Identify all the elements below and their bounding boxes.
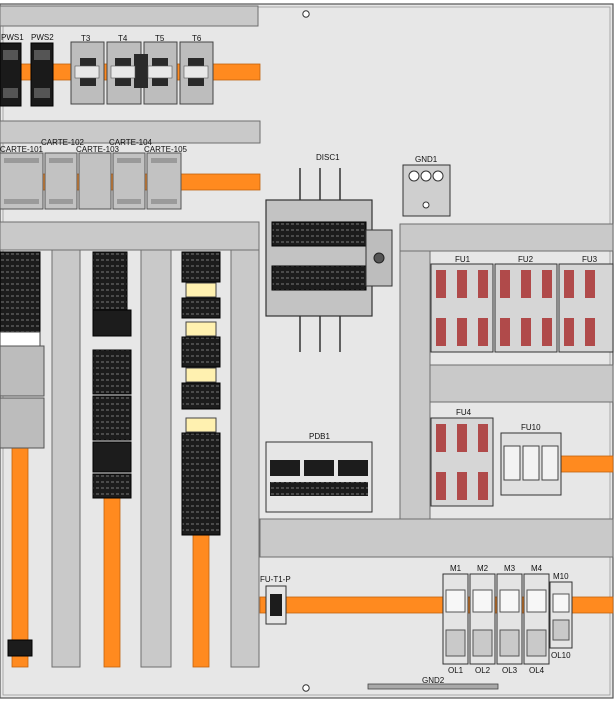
- label-carte-105: CARTE-105: [144, 145, 188, 154]
- label-carte-103: CARTE-103: [76, 145, 120, 154]
- card-carte-102-terminals-bottom: [49, 199, 73, 204]
- label-pws1: PWS1: [1, 33, 24, 42]
- fuse-holder-fu3: [558, 263, 614, 353]
- label-ol4: OL4: [529, 666, 545, 675]
- din-rail-vertical-2: [103, 496, 121, 668]
- din-rail-vertical-3: [192, 534, 210, 668]
- label-disc1: DISC1: [316, 153, 340, 162]
- wire-duct-left-middle: [0, 221, 260, 251]
- fuse-holder-fu2: [494, 263, 558, 353]
- terminal-column-3: [181, 251, 221, 536]
- power-distribution-block-pdb1: [265, 441, 373, 513]
- label-t6: T6: [192, 34, 202, 43]
- label-fu-t1-p: FU-T1-P: [260, 575, 291, 584]
- motor-starter-m4: [523, 573, 550, 665]
- label-fu4: FU4: [456, 408, 472, 417]
- label-m10: M10: [553, 572, 569, 581]
- label-gnd2: GND2: [422, 676, 445, 685]
- fuse-holder-fu10: [500, 432, 562, 496]
- wire-duct-vertical-right: [399, 250, 431, 520]
- label-m2: M2: [477, 564, 489, 573]
- transformer-t4-terminal: [134, 54, 148, 88]
- mount-hole-top: [302, 10, 310, 18]
- label-ol2: OL2: [475, 666, 491, 675]
- wire-duct-lower: [259, 518, 614, 558]
- disconnect-disc1: [265, 168, 393, 352]
- fuse-holder-fu1: [430, 263, 494, 353]
- fuse-holder-fu4: [430, 417, 494, 507]
- wire-duct-right-middle: [429, 364, 614, 403]
- wire-duct-vertical-3: [230, 249, 260, 668]
- motor-starter-m2: [469, 573, 496, 665]
- label-m4: M4: [531, 564, 543, 573]
- label-pws2: PWS2: [31, 33, 54, 42]
- din-rail-vertical-1: [11, 447, 29, 668]
- wire-duct-vertical-1: [51, 249, 81, 668]
- label-ol10: OL10: [551, 651, 571, 660]
- card-carte-101-terminals: [4, 158, 39, 163]
- transformer-t5-plate: [147, 65, 173, 79]
- label-fu1: FU1: [455, 255, 471, 264]
- transformer-t4-plate: [110, 65, 136, 79]
- motor-starter-m10: [549, 581, 573, 649]
- power-supply-pws2: [30, 42, 54, 107]
- label-gnd1: GND1: [415, 155, 438, 164]
- label-ol1: OL1: [448, 666, 464, 675]
- wire-duct-vertical-2: [140, 249, 172, 668]
- card-carte-104-terminals: [117, 158, 141, 163]
- terminal-column-2: [92, 251, 132, 499]
- ground-bar-gnd2: [367, 683, 499, 690]
- label-carte-104: CARTE-104: [109, 138, 153, 147]
- transformer-t3-plate: [74, 65, 100, 79]
- card-carte-102-terminals: [49, 158, 73, 163]
- label-fu10: FU10: [521, 423, 541, 432]
- fuse-fu-t1-p: [265, 585, 287, 625]
- terminal-column-1: [0, 251, 45, 657]
- motor-starter-m3: [496, 573, 523, 665]
- label-carte-102: CARTE-102: [41, 138, 85, 147]
- card-carte-105-terminals: [151, 158, 177, 163]
- transformer-t6-plate: [183, 65, 209, 79]
- wire-duct-right-upper: [399, 223, 614, 252]
- card-carte-103: [78, 152, 112, 210]
- label-t3: T3: [81, 34, 91, 43]
- mount-hole-bottom: [302, 684, 310, 692]
- label-fu2: FU2: [518, 255, 534, 264]
- wire-duct-second: [0, 120, 261, 144]
- label-carte-101: CARTE-101: [0, 145, 44, 154]
- label-t5: T5: [155, 34, 165, 43]
- wire-duct-top: [0, 5, 259, 27]
- din-rail-fu10: [559, 455, 614, 473]
- label-ol3: OL3: [502, 666, 518, 675]
- label-fu3: FU3: [582, 255, 598, 264]
- label-m3: M3: [504, 564, 516, 573]
- label-t4: T4: [118, 34, 128, 43]
- label-m1: M1: [450, 564, 462, 573]
- motor-starter-m1: [442, 573, 469, 665]
- power-supply-pws1: [0, 42, 22, 107]
- label-pdb1: PDB1: [309, 432, 330, 441]
- card-carte-104-terminals-bottom: [117, 199, 141, 204]
- card-carte-105-terminals-bottom: [151, 199, 177, 204]
- card-carte-101-terminals-bottom: [4, 199, 39, 204]
- ground-bar-gnd1: [402, 164, 451, 217]
